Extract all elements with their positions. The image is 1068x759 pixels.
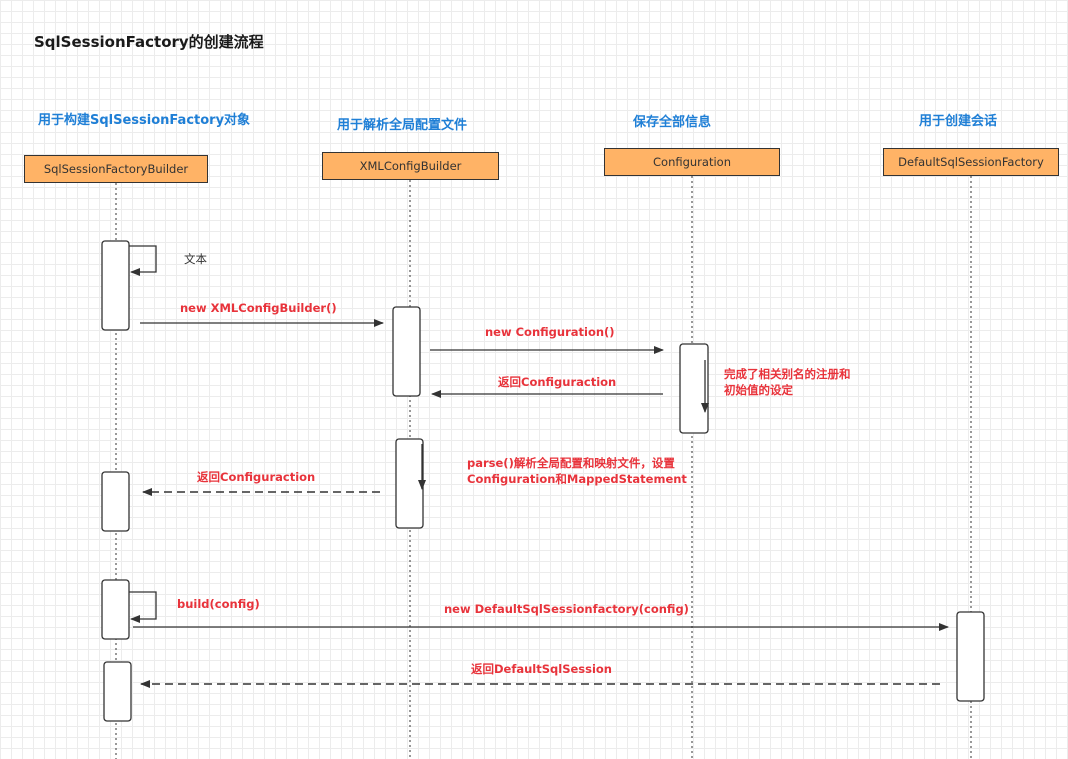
self-call-build [129, 591, 157, 623]
alias-note-line-2: 初始值的设定 [724, 383, 793, 398]
label-return-session: 返回DefaultSqlSession [471, 662, 612, 676]
page-title-text: SqlSessionFactory的创建流程 [34, 33, 264, 51]
lane-header-builder: 用于构建SqlSessionFactory对象 [38, 113, 251, 128]
activation-factory-1 [956, 611, 985, 702]
self-call-text [129, 245, 157, 276]
lane-header-factory: 用于创建会话 [919, 114, 998, 129]
activation-builder-4 [103, 661, 132, 722]
activation-config-1 [679, 343, 709, 434]
parse-note-line-1: parse()解析全局配置和映射文件，设置 [467, 456, 675, 470]
lifeline-box-builder[interactable]: SqlSessionFactoryBuilder [24, 155, 208, 183]
lane-header-xml: 用于解析全局配置文件 [337, 118, 468, 133]
activation-builder-2 [101, 471, 130, 532]
lifeline-box-xml[interactable]: XMLConfigBuilder [322, 152, 499, 180]
label-return-configuration-2: 返回Configuraction [197, 470, 316, 484]
label-new-configuration: new Configuration() [485, 325, 615, 339]
lifeline-box-factory[interactable]: DefaultSqlSessionFactory [883, 148, 1059, 176]
alias-note-line-1: 完成了相关别名的注册和 [724, 367, 851, 381]
activation-builder-1 [101, 240, 130, 331]
lane-header-configuration: 保存全部信息 [633, 115, 712, 130]
activation-xml-2 [395, 438, 424, 529]
label-new-xml: new XMLConfigBuilder() [180, 301, 337, 315]
self-call-note: 文本 [184, 252, 207, 266]
activation-builder-3 [101, 579, 130, 640]
label-return-configuration-1: 返回Configuraction [498, 375, 617, 389]
label-new-factory: new DefaultSqlSessionfactory(config) [444, 602, 689, 616]
label-build: build(config) [177, 597, 260, 611]
parse-note-line-2: Configuration和MappedStatement [467, 472, 687, 487]
lifeline-box-configuration[interactable]: Configuration [604, 148, 780, 176]
activation-xml-1 [392, 306, 421, 397]
label-parse-note: parse()解析全局配置和映射文件，设置 Configuration和Mapp… [467, 455, 687, 487]
label-alias-note: 完成了相关别名的注册和 初始值的设定 [724, 366, 851, 398]
